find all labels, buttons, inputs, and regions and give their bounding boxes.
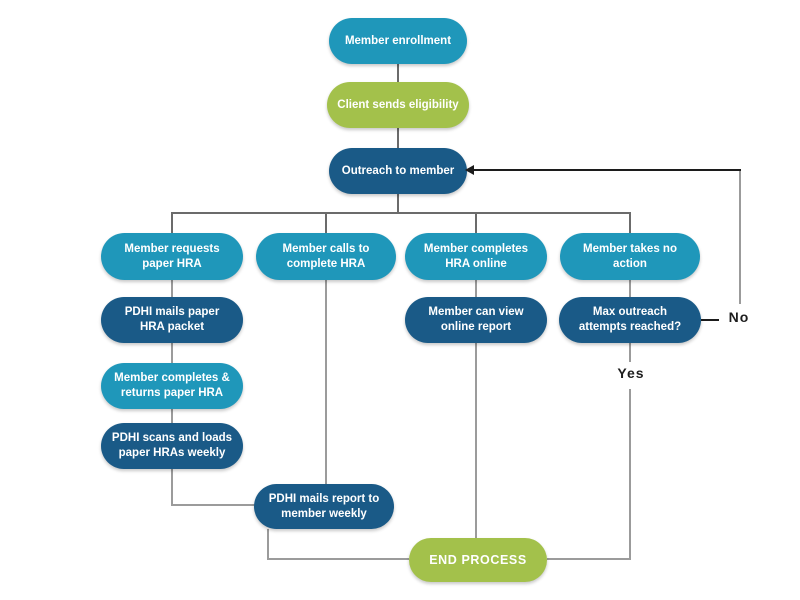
node-label: Member enrollment: [344, 34, 452, 47]
connector-distribution-bar: [171, 212, 631, 214]
connector-returns-scans: [171, 409, 173, 423]
node-label: Member can view online report: [428, 306, 524, 333]
connector-noaction-maxout: [629, 280, 631, 297]
node-end-process: END PROCESS: [409, 538, 547, 582]
connector-outreach-split: [397, 194, 399, 213]
node-label: Outreach to member: [341, 164, 455, 177]
connector-eligibility-outreach: [397, 128, 399, 148]
connector-drop-col3: [475, 214, 477, 233]
node-member-takes-no-action: Member takes no action: [560, 233, 700, 280]
node-label: PDHI mails paper HRA packet: [124, 306, 220, 333]
connector-drop-col1: [171, 214, 173, 233]
node-pdhi-scans-loads-paper-hras: PDHI scans and loads paper HRAs weekly: [101, 423, 243, 469]
connector-maxout-yes-top: [629, 343, 631, 362]
connector-canview-end: [475, 343, 477, 538]
connector-yes-down: [629, 389, 631, 559]
node-member-can-view-online-report: Member can view online report: [405, 297, 547, 343]
node-max-outreach-attempts-reached: Max outreach attempts reached?: [559, 297, 701, 343]
node-label: END PROCESS: [429, 552, 527, 567]
node-outreach-to-member: Outreach to member: [329, 148, 467, 194]
edge-label-no: No: [728, 309, 750, 325]
connector-no-stub: [701, 319, 719, 321]
connector-report-down: [267, 529, 269, 560]
node-pdhi-mails-report-weekly: PDHI mails report to member weekly: [254, 484, 394, 529]
connector-no-up: [739, 170, 741, 304]
node-label: Member calls to complete HRA: [282, 242, 370, 270]
connector-scans-report: [171, 504, 255, 506]
connector-no-return: [474, 169, 741, 171]
connector-yes-to-end: [547, 558, 631, 560]
node-label: PDHI scans and loads paper HRAs weekly: [111, 432, 233, 459]
connector-scans-down: [171, 469, 173, 506]
arrow-into-outreach-icon: [465, 165, 474, 175]
connector-calls-report: [325, 280, 327, 484]
node-client-sends-eligibility: Client sends eligibility: [327, 82, 469, 128]
connector-drop-col4: [629, 214, 631, 233]
node-label: Member requests paper HRA: [124, 242, 220, 270]
connector-report-to-end: [267, 558, 409, 560]
node-member-requests-paper-hra: Member requests paper HRA: [101, 233, 243, 280]
node-member-completes-hra-online: Member completes HRA online: [405, 233, 547, 280]
connector-packet-returns: [171, 343, 173, 363]
node-label: Client sends eligibility: [337, 98, 459, 111]
node-member-enrollment: Member enrollment: [329, 18, 467, 64]
node-label: Member takes no action: [583, 242, 677, 270]
connector-enrollment-eligibility: [397, 64, 399, 82]
connector-online-canview: [475, 280, 477, 297]
node-pdhi-mails-paper-hra-packet: PDHI mails paper HRA packet: [101, 297, 243, 343]
node-label: Member completes HRA online: [423, 242, 529, 270]
node-label: Max outreach attempts reached?: [578, 306, 682, 333]
connector-requests-packet: [171, 280, 173, 297]
node-member-calls-to-complete-hra: Member calls to complete HRA: [256, 233, 396, 280]
node-member-completes-returns-paper-hra: Member completes & returns paper HRA: [101, 363, 243, 409]
node-label: Member completes & returns paper HRA: [114, 372, 230, 399]
connector-drop-col2: [325, 214, 327, 233]
node-label: PDHI mails report to member weekly: [268, 492, 380, 520]
edge-label-yes: Yes: [617, 365, 645, 381]
